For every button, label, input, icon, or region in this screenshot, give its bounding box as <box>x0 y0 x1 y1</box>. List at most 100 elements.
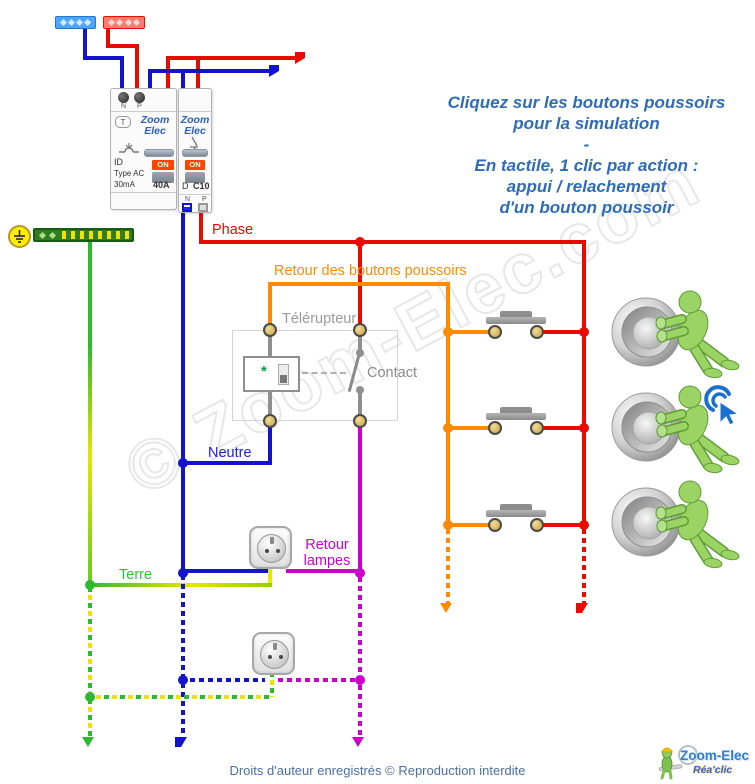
wire-neutral-supply-v <box>83 28 87 58</box>
push-button-3[interactable] <box>480 496 552 534</box>
earth-bar-stripes <box>62 231 130 239</box>
socket-1 <box>249 526 292 569</box>
copyright-text: Droits d'auteur enregistrés © Reproducti… <box>229 763 526 778</box>
pusher-figure-2[interactable] <box>610 381 755 476</box>
coil-wire-bottom <box>268 392 272 418</box>
socket-hole <box>279 655 283 659</box>
earth-pin <box>273 643 277 650</box>
wire-terre-socket2-stub <box>270 672 274 697</box>
earth-bar <box>33 228 134 242</box>
telerupteur-label: Télérupteur <box>282 311 357 327</box>
socket-face <box>260 640 289 669</box>
push-button-2[interactable] <box>480 399 552 437</box>
circuit-breaker: Zoom Elec ON D C10 N P <box>178 88 212 213</box>
wire-bp2-left <box>446 426 490 430</box>
wire-retour-lampes-dashed <box>358 577 362 737</box>
neutral-terminal-strip <box>55 16 96 29</box>
junction-dot <box>355 568 365 578</box>
wire-terre-socket1-stub <box>268 564 272 587</box>
wire-neutre-main <box>181 212 185 573</box>
wire-phase-out-v2 <box>196 56 200 90</box>
telerupteur-box <box>232 330 398 421</box>
wire-retour-bp-h <box>268 282 450 286</box>
curve-label: D <box>182 181 189 191</box>
junction-dot <box>579 423 589 433</box>
screw-icon <box>124 18 132 27</box>
terminal-label: P <box>202 196 207 203</box>
terminal-screw-icon <box>118 92 129 103</box>
on-switch[interactable]: ON <box>152 160 174 170</box>
push-button-1[interactable] <box>480 303 552 341</box>
terre-arrow <box>82 737 94 747</box>
wire-phase-into-id <box>135 44 139 90</box>
switch-lever[interactable] <box>182 149 208 157</box>
instructions-text: Cliquez sur les boutons poussoirs pour l… <box>447 93 726 217</box>
junction-dot <box>178 675 188 685</box>
wire-phase-supply-v <box>106 28 110 46</box>
phase-terminal-strip <box>103 16 145 29</box>
switch-lever[interactable] <box>144 149 174 157</box>
telerupteur-coil: * <box>243 356 300 392</box>
terminal <box>530 421 544 435</box>
terminal-label: N <box>185 196 191 203</box>
push-button-bar <box>486 317 546 324</box>
terminal <box>263 414 277 428</box>
logo-tagline: Réa'clic <box>693 764 733 776</box>
screw-icon <box>76 18 84 27</box>
screw-icon <box>59 18 67 27</box>
pusher-figure-1[interactable] <box>610 286 755 381</box>
screw-icon <box>107 18 115 27</box>
push-button-cap <box>500 504 532 510</box>
junction-dot <box>85 580 95 590</box>
earth-pin <box>270 537 274 544</box>
earth-symbol-icon <box>8 225 31 248</box>
phase-label: Phase <box>212 222 254 238</box>
wire-retour-lampes-socket1 <box>286 569 362 573</box>
socket-hole <box>265 549 269 553</box>
coil-contact-link <box>302 372 346 374</box>
brand-label: Zoom Elec <box>180 114 210 137</box>
terminal <box>353 323 367 337</box>
wire-neutre-socket2-dashed <box>181 678 265 682</box>
contact-wire-bottom <box>358 390 362 418</box>
wire-terre-dashed <box>88 587 92 737</box>
coil-toggle-knob <box>280 375 287 383</box>
screw-icon <box>116 18 124 27</box>
socket-hole <box>268 655 272 659</box>
wire-terre-h <box>88 583 272 587</box>
terminal-screw-icon <box>134 92 145 103</box>
divider <box>111 111 176 112</box>
wire-bp2-right <box>542 426 584 430</box>
on-switch[interactable]: ON <box>185 160 205 170</box>
phase-out-arrow <box>295 52 305 64</box>
wire-neutral-supply-h <box>83 56 124 60</box>
screw-icon <box>48 231 57 240</box>
wire-bp3-left <box>446 523 490 527</box>
touch-click-icon <box>704 385 740 425</box>
coil-mark: * <box>261 363 267 380</box>
wire-retour-bp-dashed <box>446 529 450 603</box>
terminal <box>263 323 277 337</box>
socket-2 <box>252 632 295 675</box>
rating-label: C10 <box>193 181 210 191</box>
divider <box>179 111 211 112</box>
contact-label: Contact <box>367 365 417 381</box>
terminal <box>353 414 367 428</box>
neutre-label: Neutre <box>208 445 252 461</box>
test-button[interactable]: T <box>115 116 131 128</box>
switch-base <box>152 172 174 183</box>
junction-dot <box>443 423 453 433</box>
wire-neutre-branch-h <box>181 461 272 465</box>
pusher-figure-3[interactable] <box>610 476 755 571</box>
logo-brand: Zoom-Elec <box>680 748 750 763</box>
brand-label: Zoom Elec <box>140 114 170 137</box>
wire-neutral-out-v2 <box>181 69 185 90</box>
wire-neutral-out-h <box>148 69 270 73</box>
retour-bp-arrow <box>440 603 452 613</box>
wire-neutral-into-id <box>120 56 124 90</box>
terminal <box>530 325 544 339</box>
phase-terminal <box>198 203 208 212</box>
wire-retour-bp-bus <box>446 282 450 527</box>
wire-retour-lampes-socket2-dashed <box>278 678 360 682</box>
